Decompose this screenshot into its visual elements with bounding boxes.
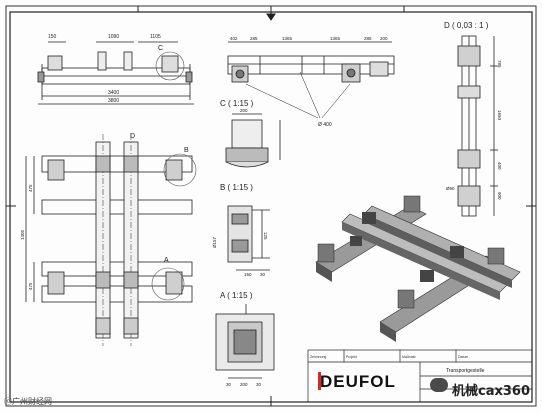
side-view [227,41,395,119]
detail-b-dim-4: 30 [260,272,266,277]
detail-d-view [457,35,498,217]
detail-b-dim-3: 150 [244,272,252,277]
wechat-icon [430,378,448,392]
detail-a-label: A ( 1:15 ) [220,291,253,300]
tb-label-2: Projekt [346,355,357,359]
leader-note: Ø 400 [318,122,332,128]
detail-b-dim-2: Ø157 [212,236,217,248]
detail-c-label: C ( 1:15 ) [220,99,254,108]
d-dim-3: 400 [497,162,502,170]
tb-part-name: Transportgestelle [446,368,485,374]
detail-c-dim: 200 [240,108,248,113]
side-dim-6: 200 [380,36,388,41]
side-dim-1: 402 [230,36,238,41]
tb-label-4: Datum [458,355,468,359]
plan-dim-1: 1405 [20,229,25,240]
tb-label-3: Maßstab [402,355,416,359]
company-logo: DEUFOL [320,372,396,391]
callout-b: B [184,147,189,154]
callout-c: C [158,45,163,52]
side-dim-2: 285 [250,36,258,41]
side-dim-4: 1365 [330,36,341,41]
d-dim-2: 1650 [497,110,502,121]
side-dim-3: 1365 [282,36,293,41]
front-dim-1: 150 [48,34,57,40]
plan-dim-2: 475 [28,184,33,192]
front-dim-3: 1105 [150,34,161,40]
detail-a-dim-3: 30 [256,382,262,387]
detail-a-view [215,304,275,379]
detail-c-view [225,113,281,168]
detail-b-label: B ( 1:15 ) [220,183,253,192]
detail-b-view [227,205,270,271]
logo-mark [318,372,321,390]
front-dim-2: 1090 [108,34,119,40]
isometric-render [315,195,521,342]
watermark-left: ⓒ广州财经网 [4,397,52,406]
detail-b-dim-1: 125 [263,232,268,240]
detail-a-dim-2: 200 [240,382,248,387]
callout-a: A [164,257,169,264]
centering-marks [6,6,536,406]
d-dim-4: 900 [497,192,502,200]
plan-view [25,134,197,346]
front-view [37,41,194,105]
tb-label-1: Zeichnung [310,355,326,359]
d-dim-5: Ø90 [446,186,455,191]
front-dim-5: 3800 [108,98,119,104]
detail-a-dim-1: 30 [226,382,232,387]
d-dim-1: 785 [497,60,502,68]
side-dim-5: 285 [364,36,372,41]
callout-d: D [130,133,135,140]
detail-d-label: D ( 0,03 : 1 ) [444,21,489,30]
front-dim-4: 3400 [108,90,119,96]
watermark-right: 机械cax360 [452,384,531,399]
plan-dim-3: 475 [28,282,33,290]
